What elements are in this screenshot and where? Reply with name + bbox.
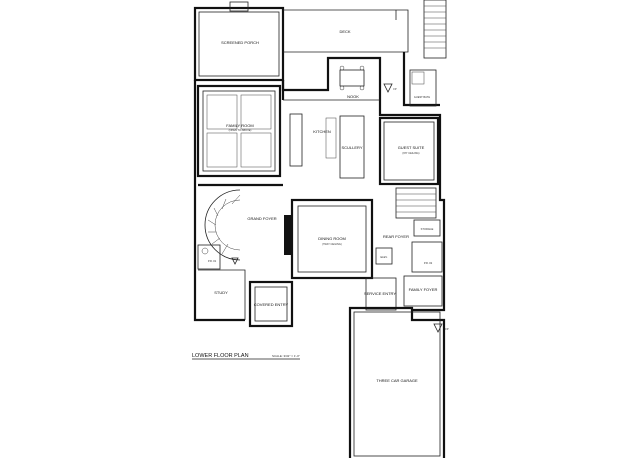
kitchen: KITCHEN [283,99,380,167]
family-room-sub: (OPEN TO ABOVE) [229,128,252,132]
nook: NOOK [281,56,382,100]
guest-suite-sub: (9'6" CEILING) [402,151,419,155]
dining-room-label: DINING ROOM [318,236,346,241]
guest-suite: GUEST SUITE (9'6" CEILING) [378,116,440,186]
family-room-label: FAMILY ROOM [226,123,253,128]
elevator-label: ELEV. [380,255,387,259]
dining-room-sub: (TRAY CEILING) [322,242,342,246]
fp-marker-2: FP [433,323,449,333]
rear-foyer: REAR FOYER [383,187,437,239]
service-entry: SERVICE ENTRY [364,277,397,311]
guest-bath-label: GUEST BATH [414,95,430,99]
exterior-stair [423,0,447,59]
deck-label: DECK [339,29,350,34]
fp-marker-1: FP [383,83,397,93]
scullery: SCULLERY [339,115,365,179]
study: STUDY [198,269,246,320]
family-foyer: FAMILY FOYER [403,275,443,307]
nook-label: NOOK [347,94,359,99]
plan-title: LOWER FLOOR PLAN [192,353,249,359]
fp-marker-3 [231,257,239,265]
house-outline [193,52,446,322]
grand-foyer-label: GRAND FOYER [247,216,276,221]
pr1-label: P.R. #1 [208,259,217,263]
covered-entry-label: COVERED ENTRY [254,302,289,307]
family-room: FAMILY ROOM (OPEN TO ABOVE) [196,84,282,178]
svg-text:FP: FP [445,327,449,331]
scale-note: SCALE: 3/32" = 1'-0" [272,354,300,358]
covered-entry: COVERED ENTRY [248,280,294,328]
guest-suite-label: GUEST SUITE [398,145,425,150]
rear-foyer-label: REAR FOYER [383,234,409,239]
screened-porch-label: SCREENED PORCH [221,40,259,45]
powder-room-2: P.R. #2 [411,241,443,273]
screened-porch: SCREENED PORCH [193,1,285,82]
storage-label: STORAGE [421,227,434,231]
grand-foyer: GRAND FOYER [198,183,283,261]
three-car-garage: THREE CAR GARAGE [348,306,446,458]
deck: DECK [283,9,409,53]
powder-room-1: P.R. #1 [197,244,221,270]
storage: STORAGE [413,219,441,237]
elevator: ELEV. [375,247,393,265]
family-foyer-label: FAMILY FOYER [409,287,438,292]
pr2-label: P.R. #2 [424,261,433,265]
scullery-label: SCULLERY [341,145,362,150]
study-label: STUDY [214,290,228,295]
kitchen-label: KITCHEN [313,129,331,134]
dining-room: DINING ROOM (TRAY CEILING) [284,198,374,280]
garage-label: THREE CAR GARAGE [376,378,418,383]
svg-text:FP: FP [393,87,397,91]
plan-title-block: LOWER FLOOR PLAN SCALE: 3/32" = 1'-0" [192,353,300,360]
guest-bath: GUEST BATH [409,69,437,107]
service-entry-label: SERVICE ENTRY [364,291,396,296]
